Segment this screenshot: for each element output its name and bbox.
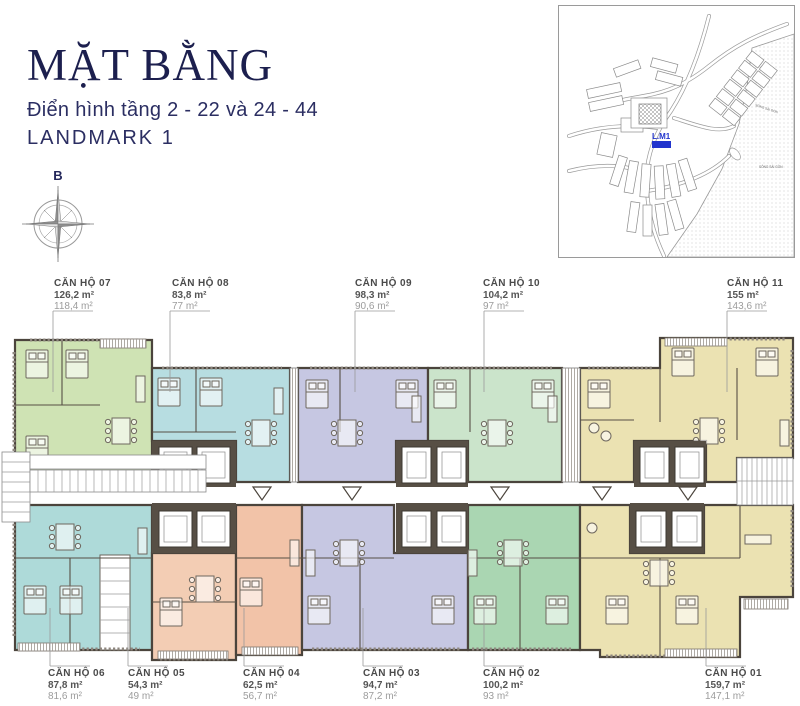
unit-gross-area: 155 m² <box>727 289 759 301</box>
site-map-marker: L.M1 <box>652 132 671 148</box>
unit-02-area <box>466 503 582 652</box>
unit-label-03: CĂN HỘ 03 94,7 m² 87,2 m² <box>363 668 420 703</box>
unit-net-area: 77 m² <box>172 301 198 312</box>
unit-net-area: 81,6 m² <box>48 691 82 702</box>
unit-net-area: 143,6 m² <box>727 301 767 312</box>
unit-gross-area: 98,3 m² <box>355 289 390 301</box>
unit-label-02: CĂN HỘ 02 100,2 m² 93 m² <box>483 668 540 703</box>
unit-label-09: CĂN HỘ 09 98,3 m² 90,6 m² <box>355 278 412 313</box>
unit-name: CĂN HỘ 01 <box>705 668 762 679</box>
building-name: LANDMARK 1 <box>27 127 175 149</box>
unit-gross-area: 83,8 m² <box>172 289 207 301</box>
unit-name: CĂN HỘ 08 <box>172 278 229 289</box>
page-title: MẶT BẰNG <box>27 40 273 90</box>
unit-gross-area: 54,3 m² <box>128 679 163 691</box>
site-map-river <box>666 33 795 258</box>
unit-net-area: 93 m² <box>483 691 509 702</box>
stairs-right <box>736 457 794 506</box>
unit-name: CĂN HỘ 03 <box>363 668 420 679</box>
unit-label-08: CĂN HỘ 08 83,8 m² 77 m² <box>172 278 229 313</box>
stairs-left <box>1 451 207 523</box>
compass-rose <box>22 186 94 262</box>
interior-walls <box>15 340 741 655</box>
unit-gross-area: 126,2 m² <box>54 289 95 301</box>
vent-shafts <box>99 367 581 651</box>
unit-net-area: 56,7 m² <box>243 691 277 702</box>
unit-name: CĂN HỘ 04 <box>243 668 300 679</box>
site-map: L.M1 SÔNG SÀI GÒN SÔNG SÀI GÒN <box>558 5 795 258</box>
unit-name: CĂN HỘ 10 <box>483 278 540 289</box>
furniture-layer <box>23 347 790 627</box>
unit-net-area: 97 m² <box>483 301 509 312</box>
unit-label-07: CĂN HỘ 07 126,2 m² 118,4 m² <box>54 278 111 313</box>
unit-gross-area: 159,7 m² <box>705 679 746 691</box>
unit-net-area: 147,1 m² <box>705 691 745 702</box>
compass-icon: B <box>22 168 94 262</box>
unit-name: CĂN HỘ 09 <box>355 278 412 289</box>
unit-label-04: CĂN HỘ 04 62,5 m² 56,7 m² <box>243 668 300 703</box>
site-map-marker-building <box>652 141 671 148</box>
unit-net-area: 87,2 m² <box>363 691 397 702</box>
landmark81-footprint <box>638 103 662 125</box>
entry-arrows <box>251 486 699 502</box>
site-map-drawing: L.M1 SÔNG SÀI GÒN SÔNG SÀI GÒN <box>567 14 795 258</box>
unit-label-11: CĂN HỘ 11 155 m² 143,6 m² <box>727 278 783 313</box>
north-label: B <box>53 168 62 183</box>
unit-name: CĂN HỘ 05 <box>128 668 185 679</box>
unit-net-area: 90,6 m² <box>355 301 389 312</box>
unit-06-area <box>13 503 154 652</box>
balconies <box>17 337 789 660</box>
unit-gross-area: 100,2 m² <box>483 679 524 691</box>
river-label: SÔNG SÀI GÒN <box>759 164 783 169</box>
unit-label-10: CĂN HỘ 10 104,2 m² 97 m² <box>483 278 540 313</box>
unit-04-area <box>234 503 304 657</box>
leader-lines-top <box>52 310 767 392</box>
floor-plan-drawing <box>1 310 795 667</box>
unit-name: CĂN HỘ 07 <box>54 278 111 289</box>
leader-lines-bottom <box>49 608 746 667</box>
unit-label-01: CĂN HỘ 01 159,7 m² 147,1 m² <box>705 668 762 703</box>
unit-label-06: CĂN HỘ 06 87,8 m² 81,6 m² <box>48 668 105 703</box>
unit-gross-area: 62,5 m² <box>243 679 278 691</box>
unit-net-area: 49 m² <box>128 691 154 702</box>
unit-gross-area: 104,2 m² <box>483 289 524 301</box>
page-subtitle: Điển hình tầng 2 - 22 và 24 - 44 <box>27 99 318 121</box>
unit-name: CĂN HỘ 02 <box>483 668 540 679</box>
unit-name: CĂN HỘ 06 <box>48 668 105 679</box>
unit-name: CĂN HỘ 11 <box>727 278 784 289</box>
site-map-marker-label: L.M1 <box>652 132 671 141</box>
unit-gross-area: 87,8 m² <box>48 679 83 691</box>
unit-net-area: 118,4 m² <box>54 301 93 312</box>
header: MẶT BẰNG Điển hình tầng 2 - 22 và 24 - 4… <box>27 40 318 150</box>
unit-gross-area: 94,7 m² <box>363 679 398 691</box>
unit-label-05: CĂN HỘ 05 54,3 m² 49 m² <box>128 668 185 703</box>
site-map-blocks <box>586 50 778 237</box>
